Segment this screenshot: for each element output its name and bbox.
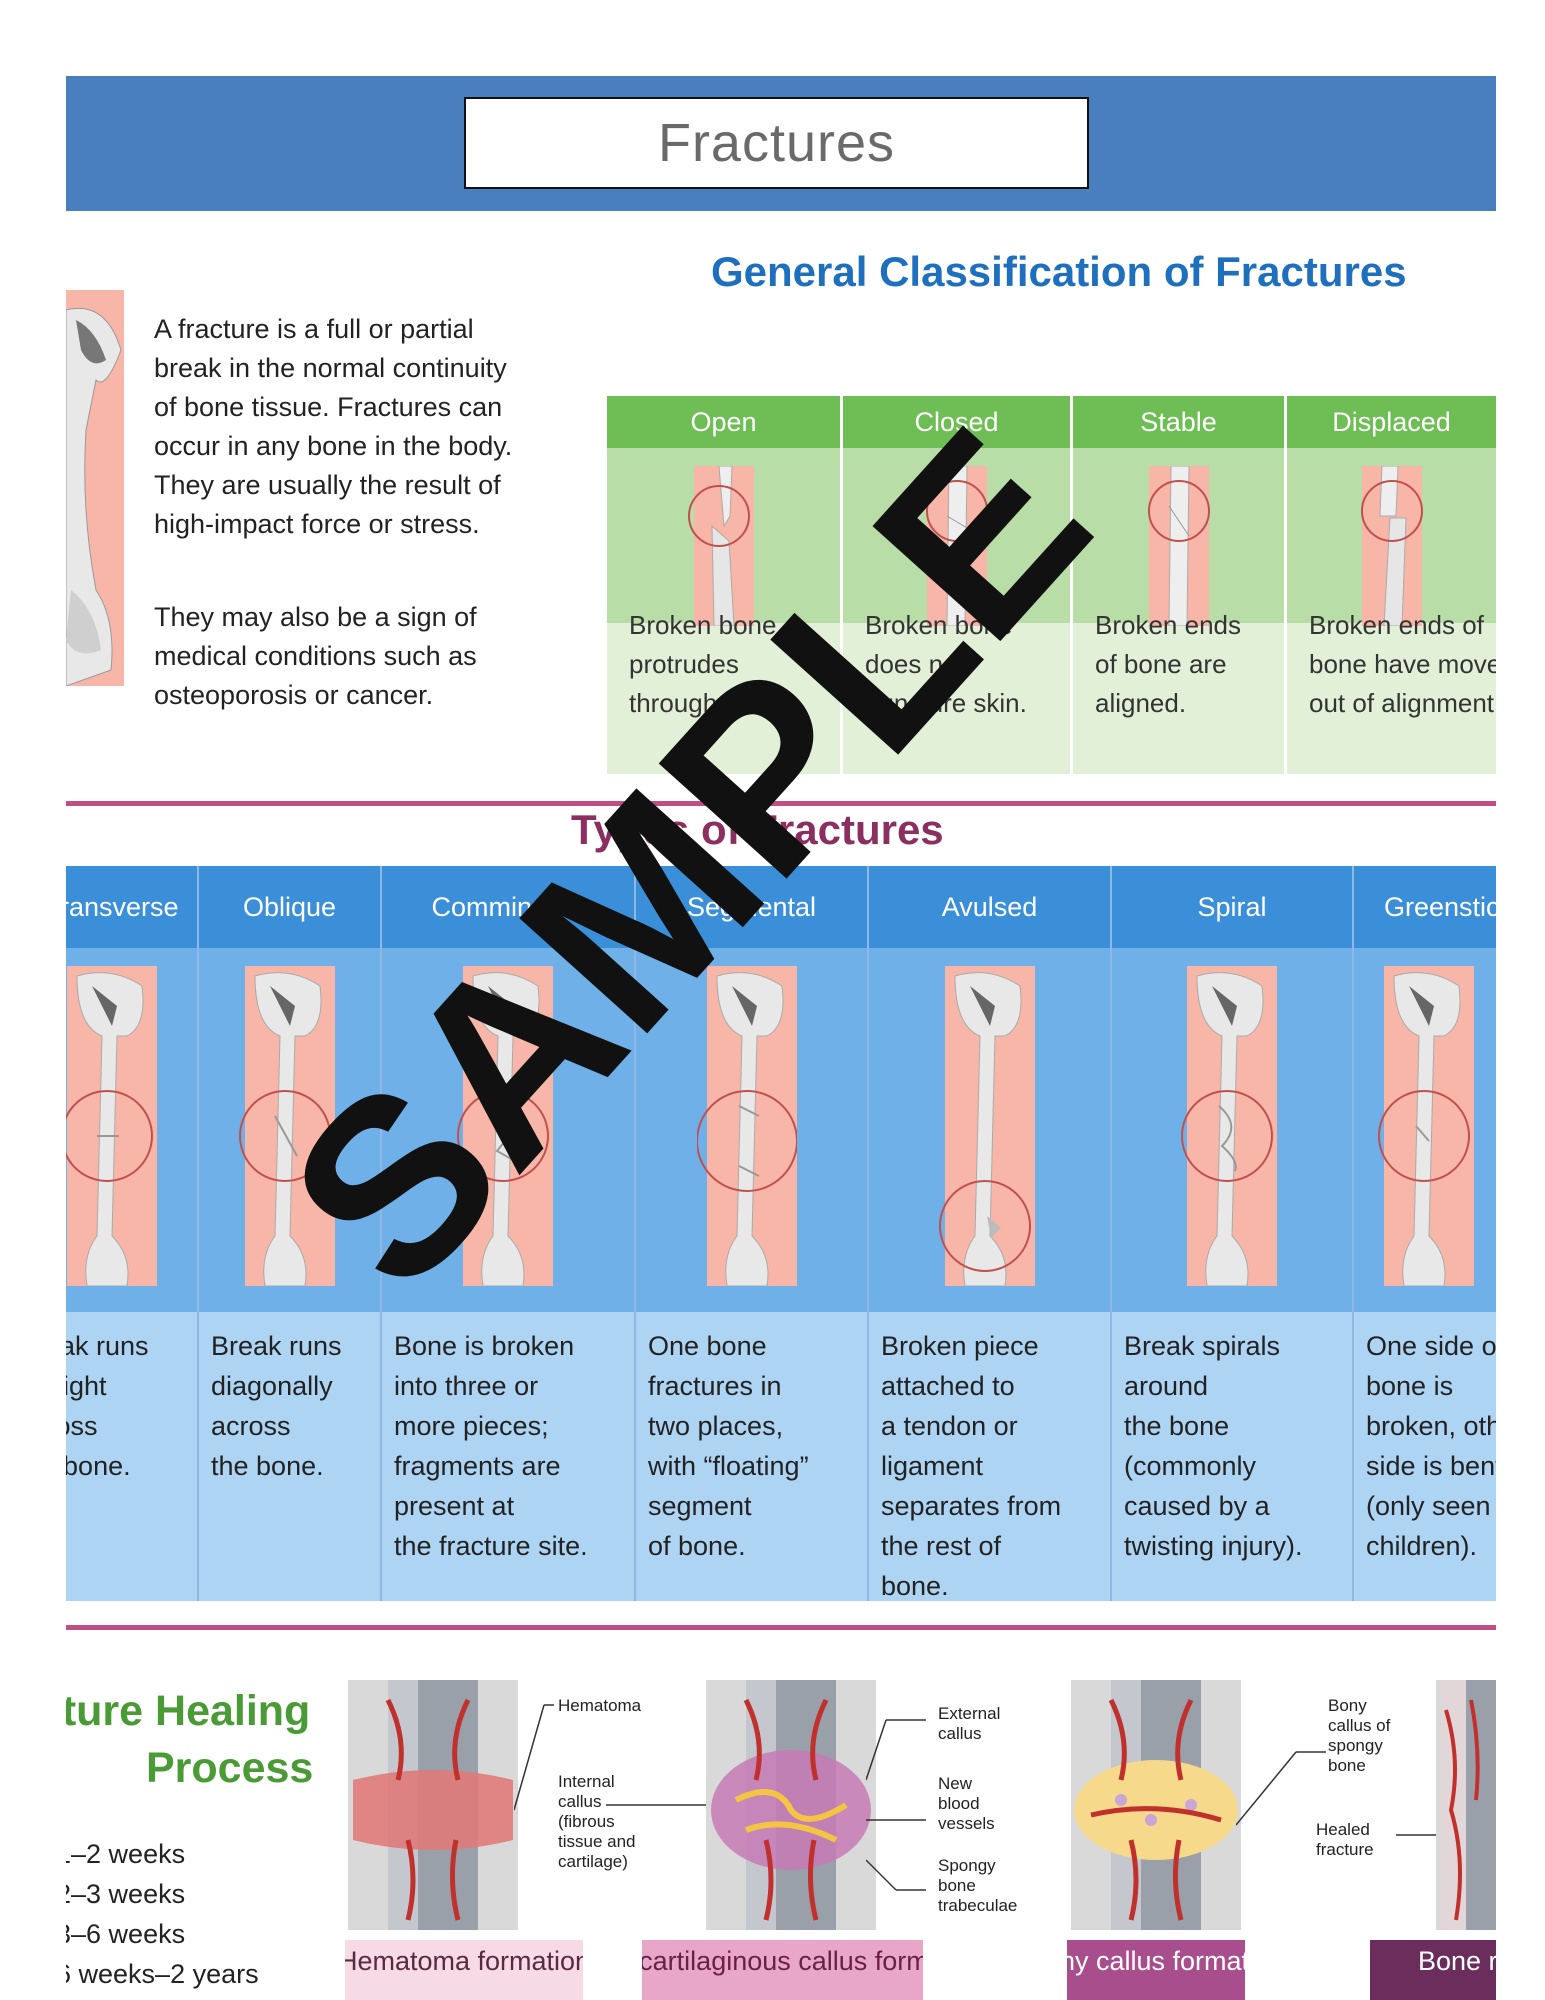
tf-header-avulsed: Avulsed [869,866,1110,948]
tf-header-spiral: Spiral [1112,866,1352,948]
fibro-leader-lines [866,1719,926,1891]
header-banner: Fractures [66,76,1496,211]
stage-label-bony-callus: Bony callus formation [1067,1940,1245,2000]
intro-text: A fracture is a full or partial break in… [154,310,594,769]
stage-label-fibrocartilaginous: Fibrocartilaginous callus formation [642,1940,923,2000]
gc-header-closed: Closed [843,396,1070,448]
gc-header-displaced: Displaced [1287,396,1496,448]
tf-desc-transverse: Break runsstraightacrossthe bone. [66,1331,149,1481]
duration-4: 6 weeks–2 years [66,1959,259,1989]
transverse-fracture-bone-icon [66,966,157,1286]
knee-bone-illustration [66,290,124,686]
stage-label-remodeling: Bone remodeling [1370,1940,1496,2000]
spiral-fracture-bone-icon [1181,966,1277,1286]
bony-callus-leader-line [1236,1751,1326,1826]
types-of-fractures-title: Types of Fractures [571,806,944,853]
intro-paragraph-1: A fracture is a full or partial break in… [154,314,513,539]
tf-column-transverse: Transverse Break runsstraightacrossthe b… [66,866,199,1601]
healed-leader-line [1396,1834,1436,1836]
hematoma-annotation: Hematoma [558,1696,642,1715]
tf-header-transverse: Transverse [66,866,197,948]
duration-2: 2–3 weeks [66,1879,186,1909]
segmental-fracture-bone-icon [696,966,797,1286]
comminuted-fracture-bone-icon [457,966,553,1286]
bony-callus-stage-illustration [1071,1680,1241,1930]
tf-header-greenstick: Greenstick [1354,866,1496,948]
avulsed-fracture-bone-icon [938,966,1035,1286]
greenstick-fracture-bone-icon [1378,966,1474,1286]
healing-duration-list: 1–2 weeks 2–3 weeks 3–6 weeks 6 weeks–2 … [66,1834,259,1994]
displaced-fracture-bone-icon [1360,466,1423,626]
duration-3: 3–6 weeks [66,1919,186,1949]
section-divider-top [66,801,1496,806]
fracture-poster: Fractures A fracture is a full or partia… [66,0,1496,2000]
gc-header-stable: Stable [1073,396,1284,448]
stage-label-hematoma: Hematoma formation [345,1940,583,2000]
duration-1: 1–2 weeks [66,1839,186,1869]
gc-header-open: Open [607,396,840,448]
section-divider-bottom [66,1625,1496,1630]
tf-header-comminuted: Comminuted [382,866,634,948]
page-title: Fractures [464,97,1089,189]
stable-fracture-bone-icon [1147,466,1210,626]
intro-paragraph-2: They may also be a sign of medical condi… [154,602,477,710]
remodeling-stage-illustration [1436,1680,1496,1930]
oblique-fracture-bone-icon [238,966,335,1286]
hematoma-leader-line [514,1704,554,1811]
hematoma-stage-illustration [348,1680,518,1930]
types-of-fractures-table: Transverse Break runsstraightacrossthe b… [66,866,1496,1601]
fibrocartilaginous-stage-illustration [706,1680,876,1930]
tf-header-segmental: Segmental [636,866,867,948]
closed-fracture-bone-icon [925,466,988,626]
open-fracture-bone-icon [687,466,754,626]
general-classification-title: General Classification of Fractures [711,248,1407,295]
tf-header-oblique: Oblique [199,866,380,948]
